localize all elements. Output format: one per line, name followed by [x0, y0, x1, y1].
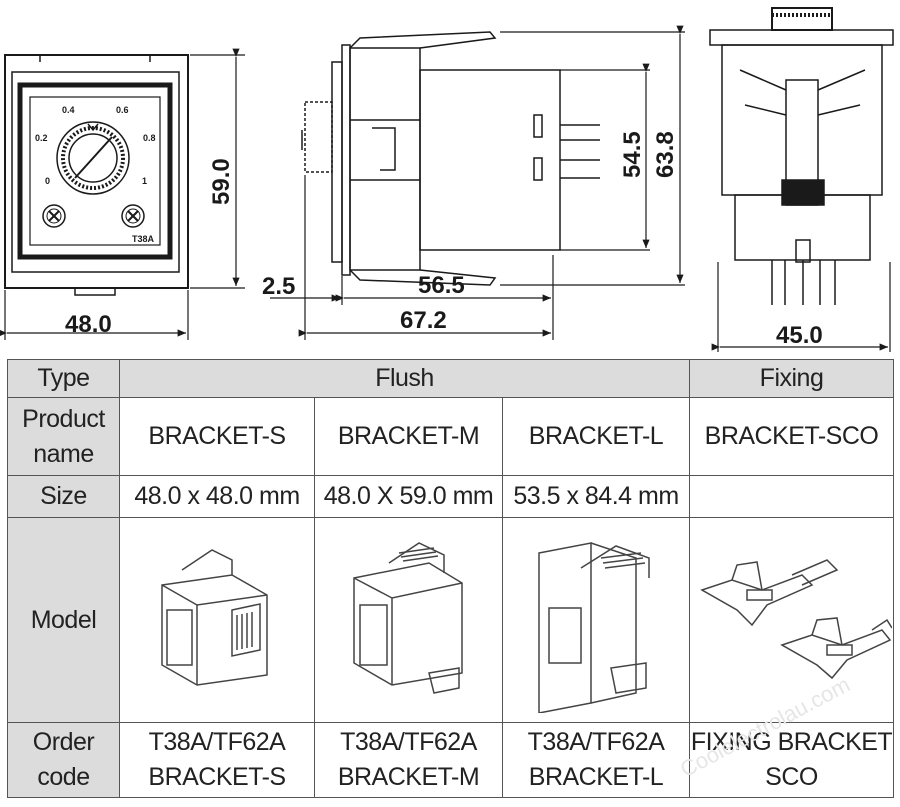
bracket-l-icon	[538, 541, 650, 713]
size-header: Size	[7, 475, 120, 518]
front-view	[4, 54, 189, 296]
model-cell	[501, 517, 691, 723]
model-cell	[119, 517, 315, 723]
fixing-bracket-sco-icon	[699, 559, 892, 680]
product-name-cell: BRACKET-S	[119, 397, 315, 476]
product-name-header: Product name	[7, 397, 120, 476]
order-code-line1: T38A/TF62A	[340, 728, 477, 756]
front-height-label: 59.0	[208, 158, 235, 205]
type-header: Type	[7, 359, 120, 398]
model-cell	[689, 517, 895, 723]
model-header: Model	[7, 517, 120, 723]
order-code-line2: BRACKET-M	[337, 763, 480, 791]
dial-label-02: 0.2	[35, 133, 48, 143]
order-code-line1: T38A/TF62A	[148, 728, 286, 756]
product-name-cell: BRACKET-SCO	[689, 397, 895, 476]
order-code-cell: T38A/TF62A BRACKET-M	[314, 722, 503, 798]
bracket-m-icon	[352, 541, 463, 694]
front-width-label: 48.0	[65, 311, 112, 338]
order-code-header: Order code	[7, 722, 120, 798]
order-code-header-line2: code	[37, 763, 90, 791]
dial-label-08: 0.8	[143, 133, 156, 143]
dial-label-06: 0.6	[116, 105, 129, 115]
header-row: Type Flush Fixing	[7, 359, 895, 398]
rear-width-label: 45.0	[776, 322, 823, 349]
model-cell	[314, 517, 503, 723]
total-depth-label: 67.2	[400, 307, 447, 334]
product-name-cell: BRACKET-L	[501, 397, 691, 476]
front-dimension-lines	[0, 48, 245, 340]
product-name-cell: BRACKET-M	[314, 397, 503, 476]
order-code-line2: BRACKET-S	[148, 763, 286, 791]
order-code-cell: T38A/TF62A BRACKET-L	[501, 722, 691, 798]
order-code-cell: T38A/TF62A BRACKET-S	[119, 722, 315, 798]
inner-height-label: 54.5	[619, 131, 646, 178]
product-name-header-line1: Product	[22, 404, 105, 433]
order-code-cell: FIXING BRACKET SCO	[689, 722, 895, 798]
dimension-drawings: 0.4 0.6 0.2 0.8 0 1 T38A 48.0 59.0	[0, 7, 894, 352]
side-view	[301, 31, 600, 286]
flush-header: Flush	[118, 359, 691, 398]
fixing-header: Fixing	[689, 359, 895, 398]
outer-height-label: 63.8	[652, 131, 679, 178]
order-code-line2: BRACKET-L	[528, 763, 664, 791]
order-code-line2: SCO	[765, 763, 818, 791]
side-dimension-lines	[270, 25, 685, 340]
dial-label-1: 1	[142, 176, 147, 186]
size-cell: 48.0 X 59.0 mm	[314, 475, 503, 518]
size-cell: 48.0 x 48.0 mm	[119, 475, 315, 518]
product-name-header-line2: name	[33, 439, 94, 468]
order-code-line1: FIXING BRACKET	[690, 728, 893, 756]
order-code-row: Order code T38A/TF62A BRACKET-S T38A/TF6…	[7, 722, 895, 798]
dial-label-04: 0.4	[62, 105, 75, 115]
bracket-spec-table: Type Flush Fixing Product name BRACKET-S…	[7, 359, 895, 798]
product-name-row: Product name BRACKET-S BRACKET-M BRACKET…	[7, 397, 895, 476]
size-row: Size 48.0 x 48.0 mm 48.0 X 59.0 mm 53.5 …	[7, 475, 895, 518]
order-code-line1: T38A/TF62A	[527, 728, 665, 756]
body-depth-label: 56.5	[418, 272, 465, 299]
rear-dimension-lines	[711, 262, 891, 352]
rear-view	[709, 7, 894, 305]
dial-label-0: 0	[45, 176, 50, 186]
order-code-header-line1: Order	[32, 728, 95, 756]
size-cell	[689, 475, 895, 518]
panel-thickness-label: 2.5	[262, 273, 295, 300]
model-row: Model	[7, 517, 895, 723]
size-cell: 53.5 x 84.4 mm	[501, 475, 691, 518]
bracket-s-icon	[161, 549, 268, 686]
model-mark: T38A	[132, 234, 155, 244]
